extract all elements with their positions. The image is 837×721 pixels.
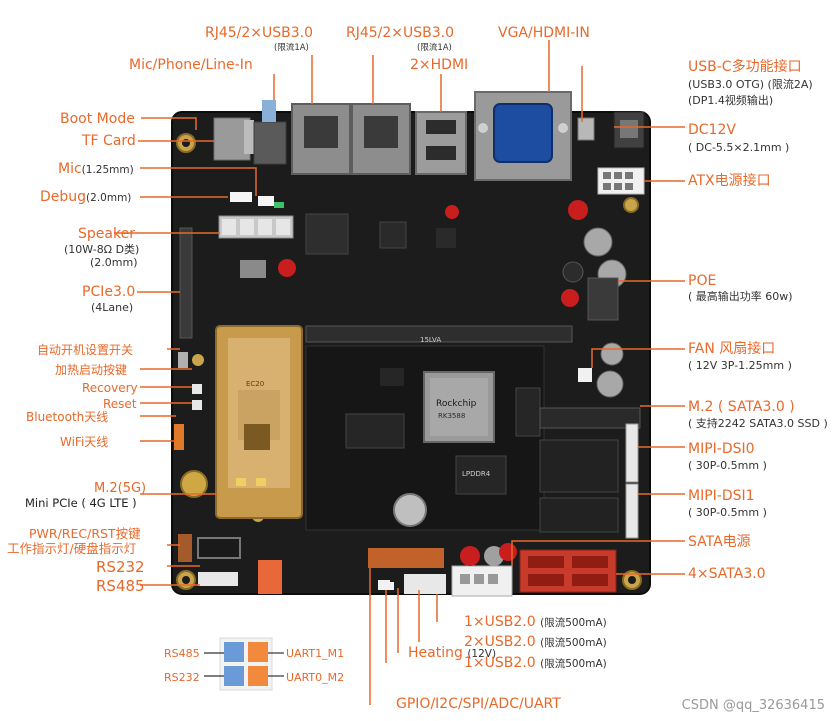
led-indicator bbox=[274, 202, 284, 208]
debug-header bbox=[230, 192, 252, 202]
label-rs485: RS485 bbox=[96, 577, 145, 595]
mount-hole-tr bbox=[623, 197, 639, 213]
label-mic: Mic(1.25mm) bbox=[58, 161, 134, 177]
usb2-port bbox=[404, 574, 446, 594]
label-atx: ATX电源接口 bbox=[688, 173, 771, 189]
mipi-dsi1-connector bbox=[625, 483, 639, 539]
auto-power-switch bbox=[178, 352, 188, 368]
label-speaker: Speaker bbox=[78, 226, 135, 242]
label-usb-c: USB-C多功能接口 bbox=[688, 59, 802, 75]
label-switch-rs485: RS485 bbox=[164, 647, 200, 660]
label-sata-power: SATA电源 bbox=[688, 534, 751, 550]
mipi-dsi0-connector bbox=[625, 423, 639, 483]
label-wifi: WiFi天线 bbox=[60, 435, 109, 449]
atx-connector bbox=[597, 167, 645, 195]
label-mipi-dsi0-sub: ( 30P-0.5mm ) bbox=[688, 459, 767, 472]
label-dc12v-sub: ( DC-5.5×2.1mm ) bbox=[688, 141, 790, 154]
reset-button bbox=[192, 400, 202, 410]
label-mipi-dsi0: MIPI-DSI0 bbox=[688, 441, 755, 457]
gpio-header bbox=[368, 548, 444, 568]
coin-battery bbox=[180, 470, 208, 498]
label-usb2-b: 2×USB2.0 (限流500mA) bbox=[464, 634, 607, 650]
label-indicator-leds: 工作指示灯/硬盘指示灯 bbox=[7, 541, 137, 556]
speaker-headers bbox=[218, 215, 294, 239]
poe-transformer bbox=[587, 277, 619, 321]
heating-connector bbox=[384, 582, 394, 590]
label-sata-ports: 4×SATA3.0 bbox=[688, 566, 766, 582]
label-switch-rs232: RS232 bbox=[164, 671, 200, 684]
usb-c-port bbox=[577, 117, 595, 141]
memory-slot bbox=[305, 325, 573, 343]
label-rj45-b: RJ45/2×USB3.0 bbox=[346, 25, 455, 41]
rtc-battery bbox=[393, 493, 427, 527]
label-heat-button: 加热启动按键 bbox=[55, 363, 128, 377]
label-hdmi: 2×HDMI bbox=[410, 57, 469, 73]
mount-hole-mid bbox=[192, 354, 204, 366]
label-poe-sub: ( 最高输出功率 60w) bbox=[688, 290, 793, 303]
label-dc12v: DC12V bbox=[688, 122, 736, 138]
audio-jack bbox=[253, 121, 287, 165]
pcie-slot bbox=[179, 227, 193, 339]
label-m2-sata: M.2 ( SATA3.0 ) bbox=[688, 399, 795, 415]
module-text: EC20 bbox=[246, 380, 265, 388]
slot-text: 15LVA bbox=[420, 336, 442, 344]
mic-header bbox=[258, 196, 274, 206]
label-m2-5g: M.2(5G) bbox=[94, 481, 147, 496]
soc-model-text: RK3588 bbox=[438, 412, 466, 420]
label-pcie-sub: (4Lane) bbox=[91, 301, 134, 314]
label-fan-sub: ( 12V 3P-1.25mm ) bbox=[688, 359, 792, 372]
label-speaker-sub2: (2.0mm) bbox=[90, 256, 138, 269]
antenna-connectors bbox=[174, 424, 184, 450]
ram-chip-1 bbox=[455, 455, 507, 495]
label-pwr-buttons: PWR/REC/RST按键 bbox=[29, 526, 141, 541]
rs232-header bbox=[197, 537, 241, 559]
label-switch-uart1: UART1_M1 bbox=[286, 647, 345, 660]
watermark: CSDN @qq_32636415 bbox=[681, 698, 825, 713]
rs485-header bbox=[198, 572, 238, 586]
label-rs232: RS232 bbox=[96, 558, 145, 576]
label-heating: Heating (12V) bbox=[408, 645, 497, 661]
ram-chip-2 bbox=[345, 413, 405, 449]
fan-header bbox=[578, 368, 592, 382]
label-switch-uart0: UART0_M2 bbox=[286, 671, 345, 684]
label-gpio: GPIO/I2C/SPI/ADC/UART bbox=[396, 696, 561, 712]
label-speaker-sub1: (10W-8Ω D类) bbox=[64, 243, 140, 256]
recovery-button bbox=[192, 384, 202, 394]
uart-switches bbox=[258, 560, 282, 594]
uart-switch-block bbox=[204, 637, 284, 691]
soc-brand-text: Rockchip bbox=[436, 399, 477, 409]
label-rj45-a: RJ45/2×USB3.0 bbox=[205, 25, 314, 41]
label-usb2-c: 1×USB2.0 (限流500mA) bbox=[464, 655, 607, 671]
label-mipi-dsi1-sub: ( 30P-0.5mm ) bbox=[688, 506, 767, 519]
label-pcie: PCIe3.0 bbox=[82, 284, 136, 300]
label-usb-c-sub2: (DP1.4视频输出) bbox=[688, 94, 774, 107]
label-boot-mode: Boot Mode bbox=[60, 111, 135, 127]
label-mipi-dsi1: MIPI-DSI1 bbox=[688, 488, 755, 504]
label-reset: Reset bbox=[103, 397, 137, 411]
ram-text: LPDDR4 bbox=[462, 470, 491, 478]
label-vga-hdmi-in: VGA/HDMI-IN bbox=[498, 25, 590, 41]
label-rj45-b-sub: (限流1A) bbox=[417, 43, 452, 53]
label-poe: POE bbox=[688, 273, 717, 289]
label-rj45-a-sub: (限流1A) bbox=[274, 43, 309, 53]
label-tf-card: TF Card bbox=[82, 133, 136, 149]
leader-lines bbox=[114, 40, 685, 705]
label-usb2-a: 1×USB2.0 (限流500mA) bbox=[464, 614, 607, 630]
label-fan: FAN 风扇接口 bbox=[688, 341, 776, 357]
label-debug: Debug(2.0mm) bbox=[40, 189, 132, 205]
label-mini-pcie: Mini PCIe ( 4G LTE ) bbox=[25, 496, 137, 510]
m2-ssd-slot bbox=[539, 407, 641, 429]
label-usb-c-sub1: (USB3.0 OTG) (限流2A) bbox=[688, 78, 813, 91]
pwr-led-header bbox=[178, 534, 192, 562]
label-auto-power-switch: 自动开机设置开关 bbox=[37, 343, 134, 357]
label-m2-sata-sub: ( 支持2242 SATA3.0 SSD ) bbox=[688, 417, 828, 430]
label-bluetooth: Bluetooth天线 bbox=[26, 410, 109, 424]
label-recovery: Recovery bbox=[82, 381, 138, 395]
label-mic-phone: Mic/Phone/Line-In bbox=[129, 57, 253, 73]
